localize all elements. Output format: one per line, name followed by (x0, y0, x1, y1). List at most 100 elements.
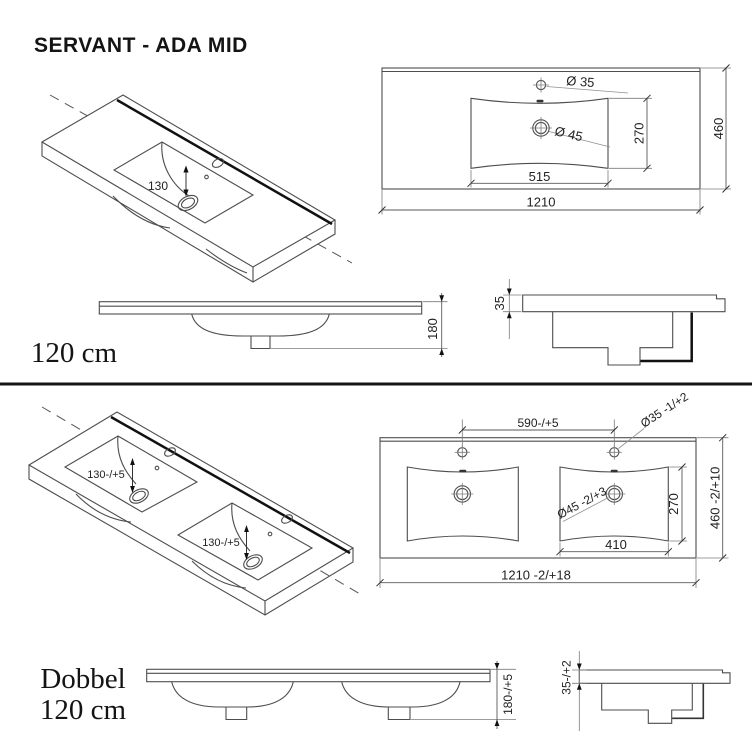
double-size-line1: Dobbel (40, 663, 126, 695)
front-height-label: 180-/+5 (501, 674, 515, 715)
arrow-bottom (494, 719, 500, 726)
tap-crosshair (533, 77, 549, 93)
left-bowl-front (171, 681, 294, 708)
basin-width-label: 410 (605, 537, 627, 552)
left-basin-recess (63, 435, 199, 513)
overflow-hole (204, 174, 209, 180)
ticks-410 (556, 547, 673, 556)
drain-hole-inner (180, 197, 196, 209)
overflow-pipe (672, 683, 705, 720)
arrow-bottom (576, 683, 582, 690)
basin-body-side (552, 311, 674, 366)
left-tap-crosshair (454, 445, 470, 460)
arrow-top (494, 663, 500, 670)
ticks-270 (643, 94, 651, 173)
front-height-label: 180 (425, 318, 440, 340)
backsplash-edge (110, 415, 351, 555)
side-thickness-label: 35-/+2 (560, 660, 574, 695)
ticks-1210 (376, 578, 700, 587)
arrow-bottom (439, 348, 445, 355)
tap-hole (211, 158, 225, 168)
double-size-line2: 120 cm (39, 694, 127, 727)
overflow-slot (536, 99, 544, 103)
ext-lines-180 (271, 301, 448, 349)
double-front-view: 180-/+5 (146, 661, 516, 729)
ext-lines-270 (609, 97, 652, 169)
single-isometric-view: 130 (40, 94, 353, 283)
single-plan-view: Ø 35 Ø 45 270 460 515 1210 (378, 64, 731, 215)
ticks-590 (458, 426, 619, 434)
underside-arc-right (191, 560, 247, 589)
right-drain-hole (243, 554, 263, 570)
arrow-top (506, 288, 512, 295)
right-basin-outline (559, 466, 669, 542)
countertop-side-faces (28, 465, 354, 616)
underside-arc-left (75, 493, 132, 523)
ext-lines-35 (503, 294, 522, 313)
ticks-460 (722, 64, 730, 193)
tap-spacing-label: 590-/+5 (517, 416, 558, 430)
left-overflow-hole (154, 465, 160, 471)
side-thickness-label: 35 (492, 296, 507, 310)
right-bowl-front (341, 681, 461, 708)
right-tap-hole (281, 514, 293, 524)
width-label: 1210 -2/+18 (501, 568, 571, 583)
double-plan-view: 590-/+5 Ø35 -1/+2 Ø45 -2/+3 270 410 460 … (376, 389, 729, 588)
right-overflow-slot (610, 469, 618, 473)
ticks-460 (718, 433, 727, 562)
right-basin-wall-curve (231, 502, 251, 552)
arrow-up (183, 165, 189, 173)
left-drain-crosshair (451, 483, 474, 505)
ticks-270 (678, 463, 686, 545)
drain-leader (562, 497, 609, 522)
underside-arc-right (205, 248, 248, 274)
double-side-view: 35-/+2 (560, 651, 731, 731)
underside-arc-left (112, 195, 171, 229)
ticks-515 (467, 179, 612, 188)
iso-depth-label: 130 (148, 179, 168, 193)
drain-leader (548, 131, 611, 148)
ext-lines-35 (572, 669, 587, 684)
ticks-1210 (378, 206, 704, 214)
drain-crosshair (530, 117, 552, 139)
left-drain-hole (129, 488, 149, 504)
width-label: 1210 (527, 195, 556, 210)
left-basin-outline (406, 466, 519, 542)
counter-outline (379, 437, 697, 559)
slab-front (146, 668, 491, 683)
tap-leader (546, 86, 629, 94)
drain-dia-label: Ø 45 (553, 123, 584, 144)
right-drain-stub (387, 707, 411, 721)
depth-label: 460 (711, 118, 726, 140)
page-title: SERVANT - ADA MID (34, 34, 248, 57)
double-size-label: Dobbel 120 cm (28, 663, 138, 727)
left-depth-label: 130-/+5 (87, 469, 125, 481)
right-drain-crosshair (603, 483, 626, 505)
ext-lines-590 (461, 419, 615, 447)
double-isometric-view: 130-/+5 130-/+5 (27, 406, 361, 616)
basin-depth-label: 270 (632, 122, 647, 144)
tap-leader (618, 428, 645, 449)
single-size-label: 120 cm (30, 337, 118, 369)
countertop-side-faces (41, 142, 336, 283)
arrow-bottom (506, 311, 512, 319)
right-drain-inner (246, 556, 260, 568)
slab-front (98, 301, 423, 315)
left-tap-hole (164, 447, 176, 457)
slab-side (578, 669, 731, 684)
right-basin-recess (176, 502, 314, 581)
slab-side (522, 294, 726, 313)
basin-recess (112, 141, 255, 224)
arrow-top (439, 295, 445, 302)
basin-body-side (601, 683, 693, 724)
arrow-down (183, 189, 189, 197)
overflow-pipe (640, 312, 693, 363)
drain-hole (177, 194, 199, 212)
basin-outline (470, 97, 609, 169)
backsplash-edge (116, 98, 333, 226)
basin-width-label: 515 (529, 169, 551, 184)
arrow-down (130, 486, 135, 493)
tap-dia-label: Ø35 -1/+2 (638, 389, 691, 430)
basin-wall-curve (161, 141, 190, 197)
